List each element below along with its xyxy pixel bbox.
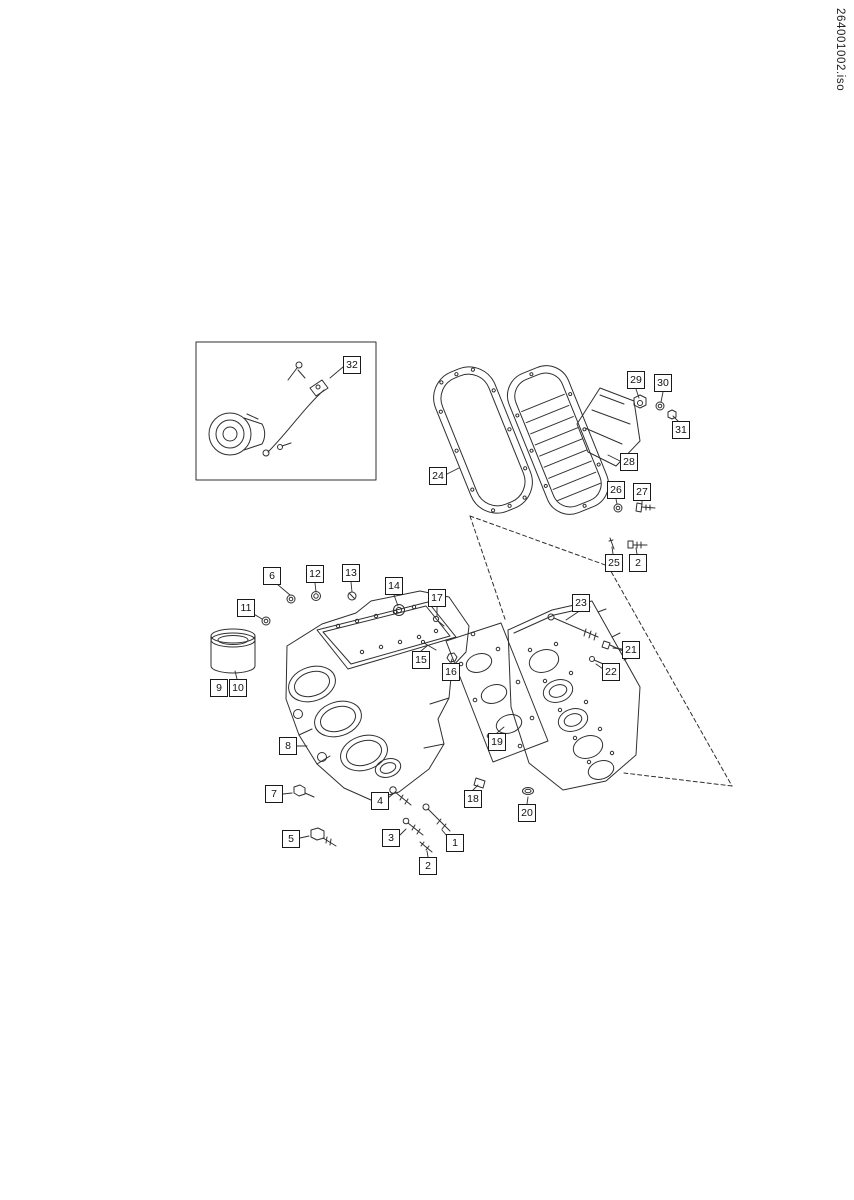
callout-26: 26 — [607, 481, 625, 499]
callout-15: 15 — [412, 651, 430, 669]
stud-2-block — [419, 841, 433, 853]
callout-24: 24 — [429, 467, 447, 485]
callout-2-pan: 2 — [629, 554, 647, 572]
cylinder-liner — [210, 628, 256, 674]
cap-6 — [286, 594, 296, 604]
inset-detail-box — [195, 341, 377, 481]
block-gasket — [445, 622, 549, 763]
callout-5: 5 — [282, 830, 300, 848]
stud-bolt-23 — [547, 613, 599, 641]
callout-18: 18 — [464, 790, 482, 808]
o-ring-20 — [522, 787, 534, 795]
spray-nozzle — [309, 379, 329, 397]
callout-2-block: 2 — [419, 857, 437, 875]
bolt-4 — [389, 786, 412, 806]
bolt-3 — [402, 817, 424, 836]
long-bolt-1 — [422, 803, 451, 832]
bolt-27 — [635, 502, 656, 513]
projection-lines — [469, 515, 733, 787]
side-bolts — [547, 613, 624, 667]
callout-3: 3 — [382, 829, 400, 847]
pan-hardware — [608, 394, 677, 550]
callout-19: 19 — [488, 733, 506, 751]
bottom-hardware — [293, 777, 534, 853]
cylinder-bores — [288, 665, 388, 772]
bolt-2-pan — [627, 540, 648, 549]
callout-7: 7 — [265, 785, 283, 803]
banjo-bolt — [277, 442, 292, 450]
plug-11 — [261, 616, 271, 626]
plug-26 — [613, 503, 623, 513]
callout-20: 20 — [518, 804, 536, 822]
callout-11: 11 — [237, 599, 255, 617]
callout-16: 16 — [442, 663, 460, 681]
oil-supply-tube — [267, 389, 325, 453]
cap-14 — [393, 604, 405, 616]
oil-pan-gasket — [433, 366, 533, 514]
callout-4: 4 — [371, 792, 389, 810]
stud-25 — [608, 537, 615, 550]
oil-pan-sump — [576, 387, 641, 467]
callout-14: 14 — [385, 577, 403, 595]
bolt-17 — [432, 615, 445, 627]
hex-nut — [667, 409, 677, 420]
callout-25: 25 — [605, 554, 623, 572]
callout-28: 28 — [620, 453, 638, 471]
drain-plug — [633, 394, 647, 409]
callout-30: 30 — [654, 374, 672, 392]
callout-23: 23 — [572, 594, 590, 612]
seal-washer — [655, 401, 665, 411]
callout-17: 17 — [428, 589, 446, 607]
callout-22: 22 — [602, 663, 620, 681]
piston — [208, 412, 266, 456]
callout-1: 1 — [446, 834, 464, 852]
callout-6: 6 — [263, 567, 281, 585]
oil-pan — [506, 365, 610, 515]
callout-32: 32 — [343, 356, 361, 374]
callout-13: 13 — [342, 564, 360, 582]
leader-lines — [234, 366, 679, 858]
dowel-18 — [473, 777, 486, 789]
page-filename-vertical: 264001002.iso — [834, 8, 846, 92]
callout-10: 10 — [229, 679, 247, 697]
callout-21: 21 — [622, 641, 640, 659]
callout-12: 12 — [306, 565, 324, 583]
callout-29: 29 — [627, 371, 645, 389]
engine-block — [285, 590, 470, 801]
callout-9: 9 — [210, 679, 228, 697]
stud-15 — [420, 639, 437, 651]
hex-bolt-5 — [310, 827, 337, 847]
callout-27: 27 — [633, 483, 651, 501]
hex-bolt-7 — [293, 784, 315, 798]
callout-31: 31 — [672, 421, 690, 439]
nut-16 — [446, 652, 458, 663]
callout-8: 8 — [279, 737, 297, 755]
